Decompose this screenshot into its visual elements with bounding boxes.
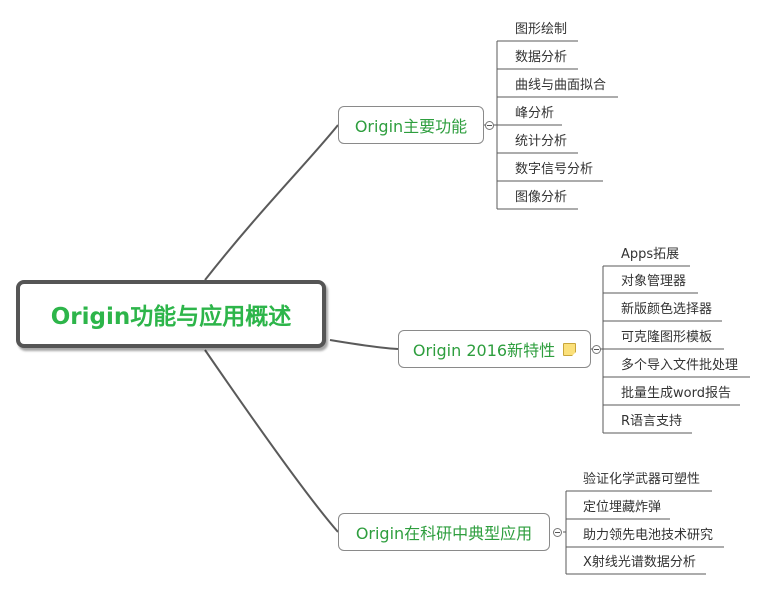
topic-image-analysis[interactable]: 图像分析 [515,190,568,205]
branch-research-applications[interactable]: Origin在科研中典型应用 [338,513,550,551]
topic-statistics[interactable]: 统计分析 [515,134,568,149]
collapse-toggle-icon[interactable] [592,345,601,354]
collapse-toggle-icon[interactable] [485,121,494,130]
topic-peak-analysis[interactable]: 峰分析 [515,106,555,121]
branch-main-functions[interactable]: Origin主要功能 [338,106,484,144]
topic-r-support[interactable]: R语言支持 [621,414,683,429]
central-topic-label: Origin功能与应用概述 [50,304,292,330]
collapse-toggle-icon[interactable] [553,528,562,537]
topic-word-reports[interactable]: 批量生成word报告 [621,386,731,401]
topic-chemical-weapons[interactable]: 验证化学武器可塑性 [583,472,701,487]
topic-color-picker[interactable]: 新版颜色选择器 [621,302,713,317]
topic-xray-spectra[interactable]: X射线光谱数据分析 [583,555,696,570]
branch-label: Origin主要功能 [354,117,468,136]
branch-label: Origin 2016新特性 [412,341,556,360]
topic-clonable-templates[interactable]: 可克隆图形模板 [621,330,713,345]
topic-object-manager[interactable]: 对象管理器 [621,274,687,289]
topic-signal-analysis[interactable]: 数字信号分析 [515,162,594,177]
topic-curve-fitting[interactable]: 曲线与曲面拟合 [515,78,607,93]
topic-data-analysis[interactable]: 数据分析 [515,50,568,65]
branch-label: Origin在科研中典型应用 [355,524,533,543]
topic-graph-plotting[interactable]: 图形绘制 [515,22,568,37]
topic-buried-bombs[interactable]: 定位埋藏炸弹 [583,500,662,515]
central-topic[interactable]: Origin功能与应用概述 [16,280,326,348]
branch-new-features-2016[interactable]: Origin 2016新特性 [398,330,591,368]
topic-battery-research[interactable]: 助力领先电池技术研究 [583,528,714,543]
topic-apps-extension[interactable]: Apps拓展 [621,247,680,262]
topic-batch-import[interactable]: 多个导入文件批处理 [621,358,739,373]
note-icon[interactable] [563,342,577,356]
